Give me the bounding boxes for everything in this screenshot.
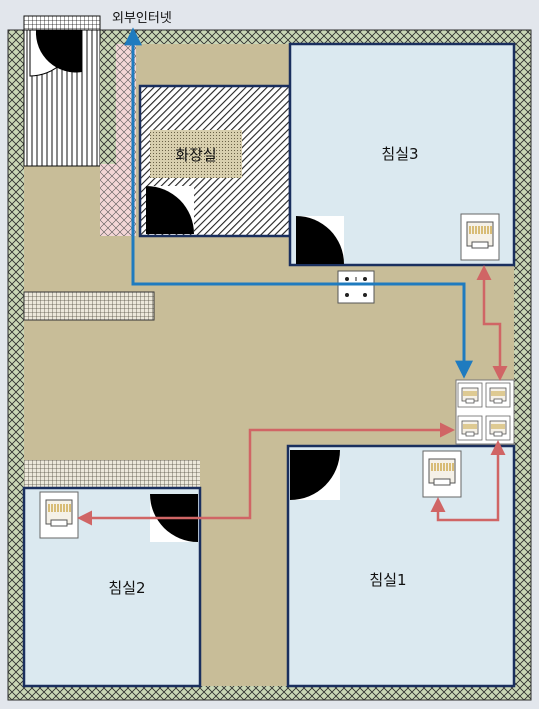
bedroom-3-label: 침실3 (381, 145, 418, 163)
bedroom-3-ethernet-port-icon (460, 213, 500, 261)
bathroom-label: 화장실 (175, 146, 216, 164)
lan-line-bedroom1 (430, 440, 506, 522)
entry-header (23, 15, 101, 31)
external-internet-label: 외부인터넷 (112, 11, 172, 26)
internet-line (124, 27, 473, 379)
bedroom-1-label: 침실1 (369, 571, 406, 589)
lan-line-bedroom2 (77, 422, 455, 526)
lan-line-bedroom3 (476, 265, 508, 381)
green-wall-strip (100, 44, 116, 164)
wall-outlet-icon (337, 270, 375, 304)
bedroom-2-label: 침실2 (108, 579, 145, 597)
left-wall-band (24, 292, 154, 320)
bedroom-2-ethernet-port-icon (39, 491, 79, 539)
network-switch-icon (455, 379, 515, 445)
bedroom2-top-wall (24, 460, 200, 488)
bedroom-1-ethernet-port-icon (422, 450, 462, 498)
